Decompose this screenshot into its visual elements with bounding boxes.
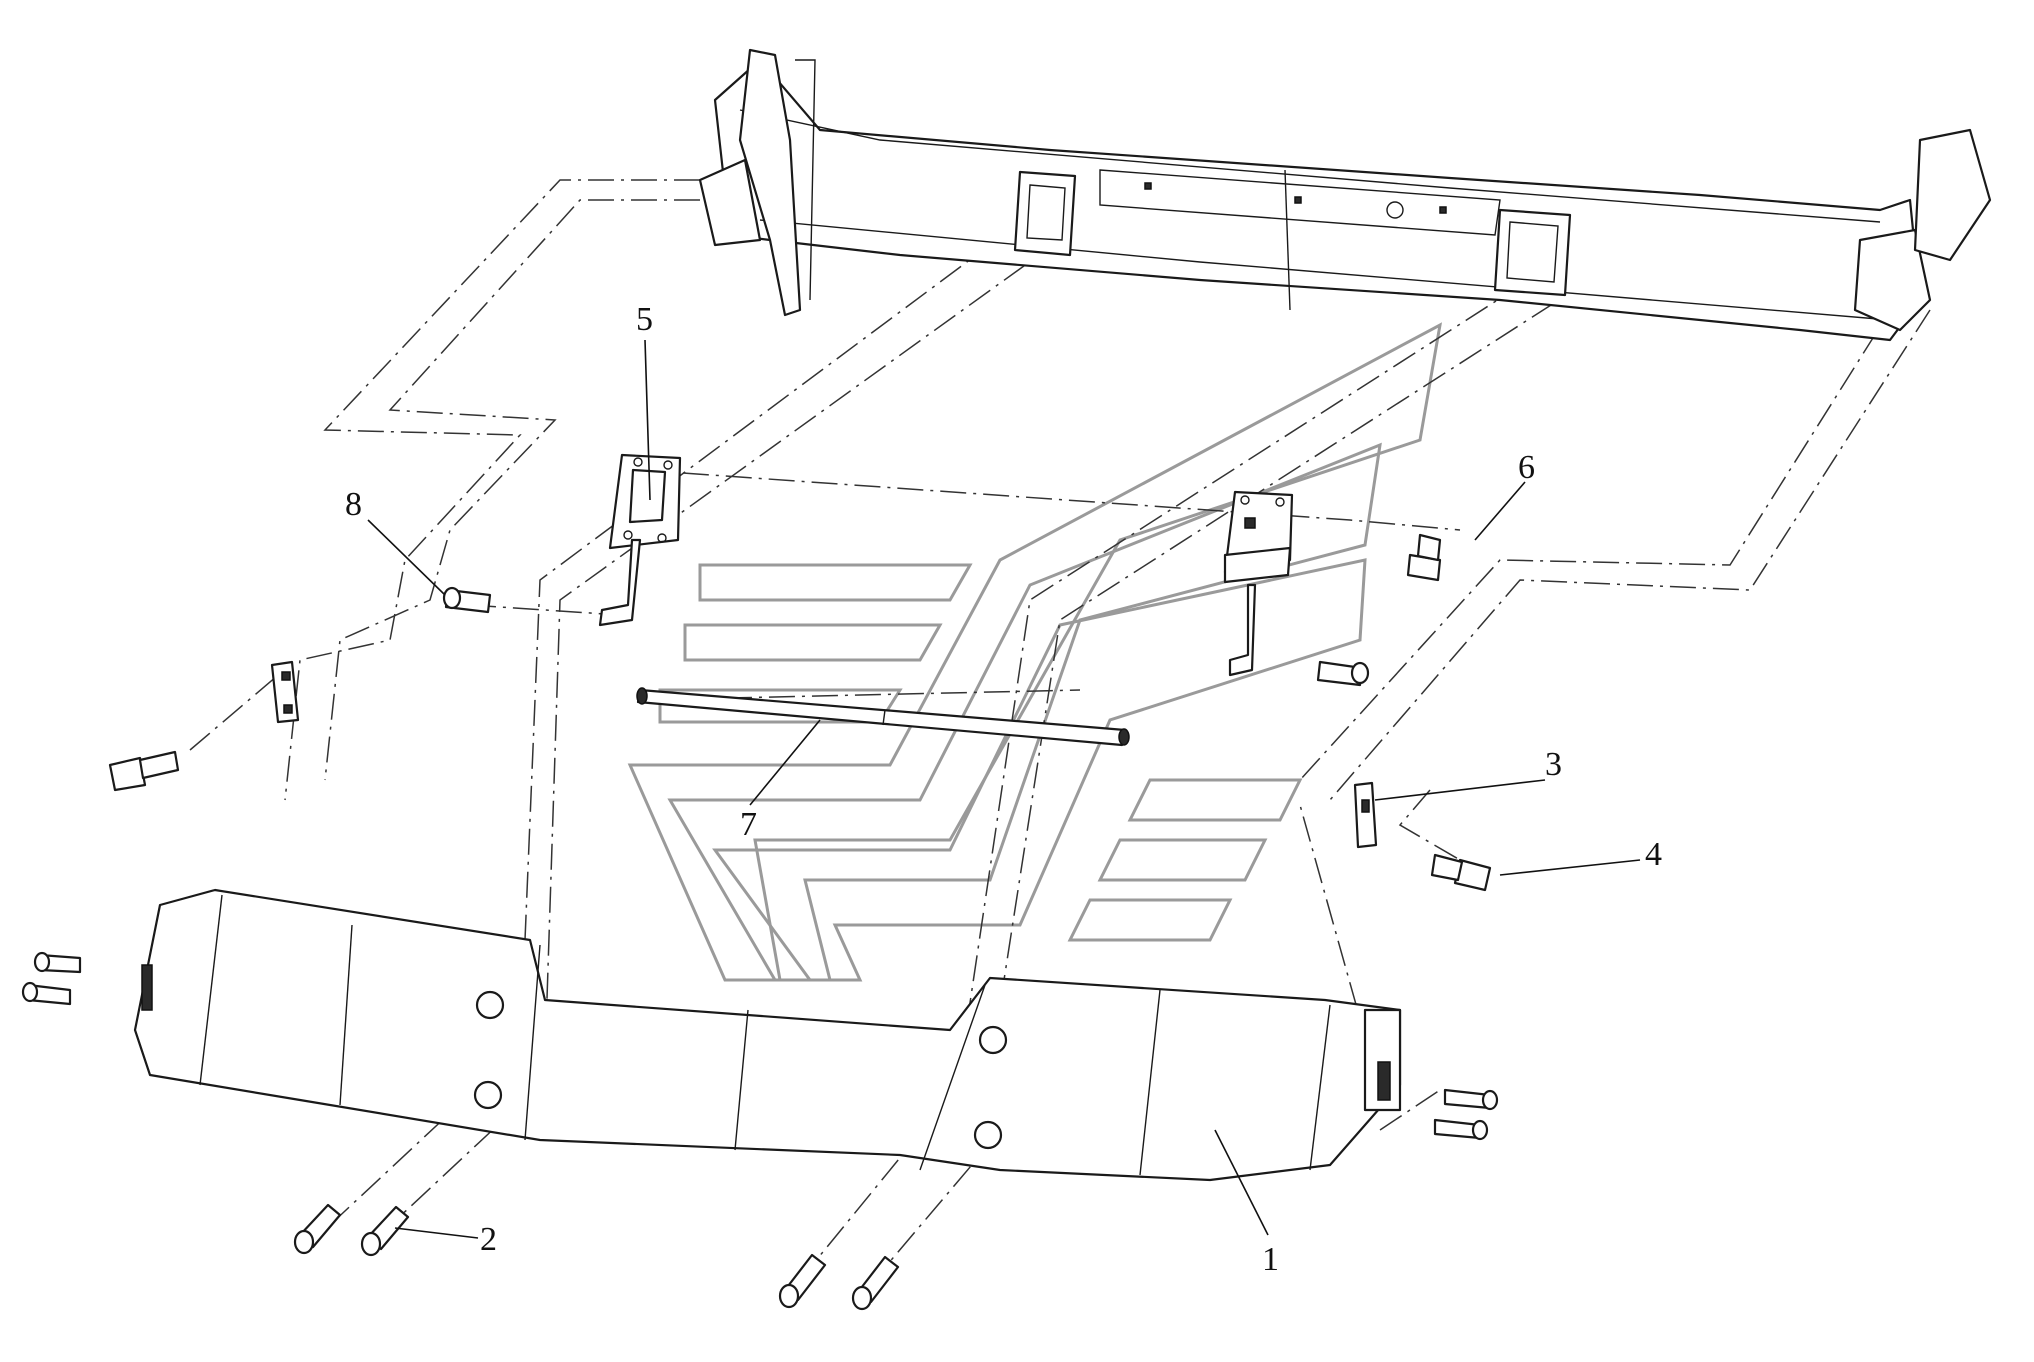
- callout-7: 7: [740, 806, 757, 843]
- bolts-part-2: [293, 1203, 410, 1257]
- callout-5: 5: [636, 301, 653, 338]
- assembly-center-lines: [189, 179, 1931, 1286]
- callout-2: 2: [480, 1221, 497, 1258]
- sun-visor-shell: [133, 888, 1402, 1182]
- watermark-logo: [627, 322, 1443, 982]
- callout-4: 4: [1645, 836, 1662, 873]
- side-bracket-left: [270, 660, 300, 724]
- bolt-part-6: [1406, 533, 1442, 582]
- upper-bracket-left: [598, 453, 682, 627]
- callout-3: 3: [1545, 746, 1562, 783]
- callout-1: 1: [1262, 1241, 1279, 1278]
- bolt-part-8-right: [1316, 660, 1370, 687]
- pins-left: [21, 951, 82, 1006]
- side-bracket-right: [1353, 781, 1378, 849]
- connecting-rod: [636, 687, 1130, 747]
- bolt-part-8: [442, 586, 492, 614]
- bolt-part-4-left: [108, 750, 180, 792]
- roof-frame-header: [698, 48, 1992, 342]
- upper-bracket-right: [1223, 490, 1294, 677]
- bolt-part-4: [1430, 853, 1492, 892]
- pins-right: [1433, 1088, 1499, 1141]
- bolts-lower-right: [778, 1253, 900, 1311]
- callout-labels: 1 2 3 4 5 6 7 8: [345, 301, 1662, 1278]
- callout-8: 8: [345, 486, 362, 523]
- callout-6: 6: [1518, 449, 1535, 486]
- callout-leaders: [367, 339, 1641, 1239]
